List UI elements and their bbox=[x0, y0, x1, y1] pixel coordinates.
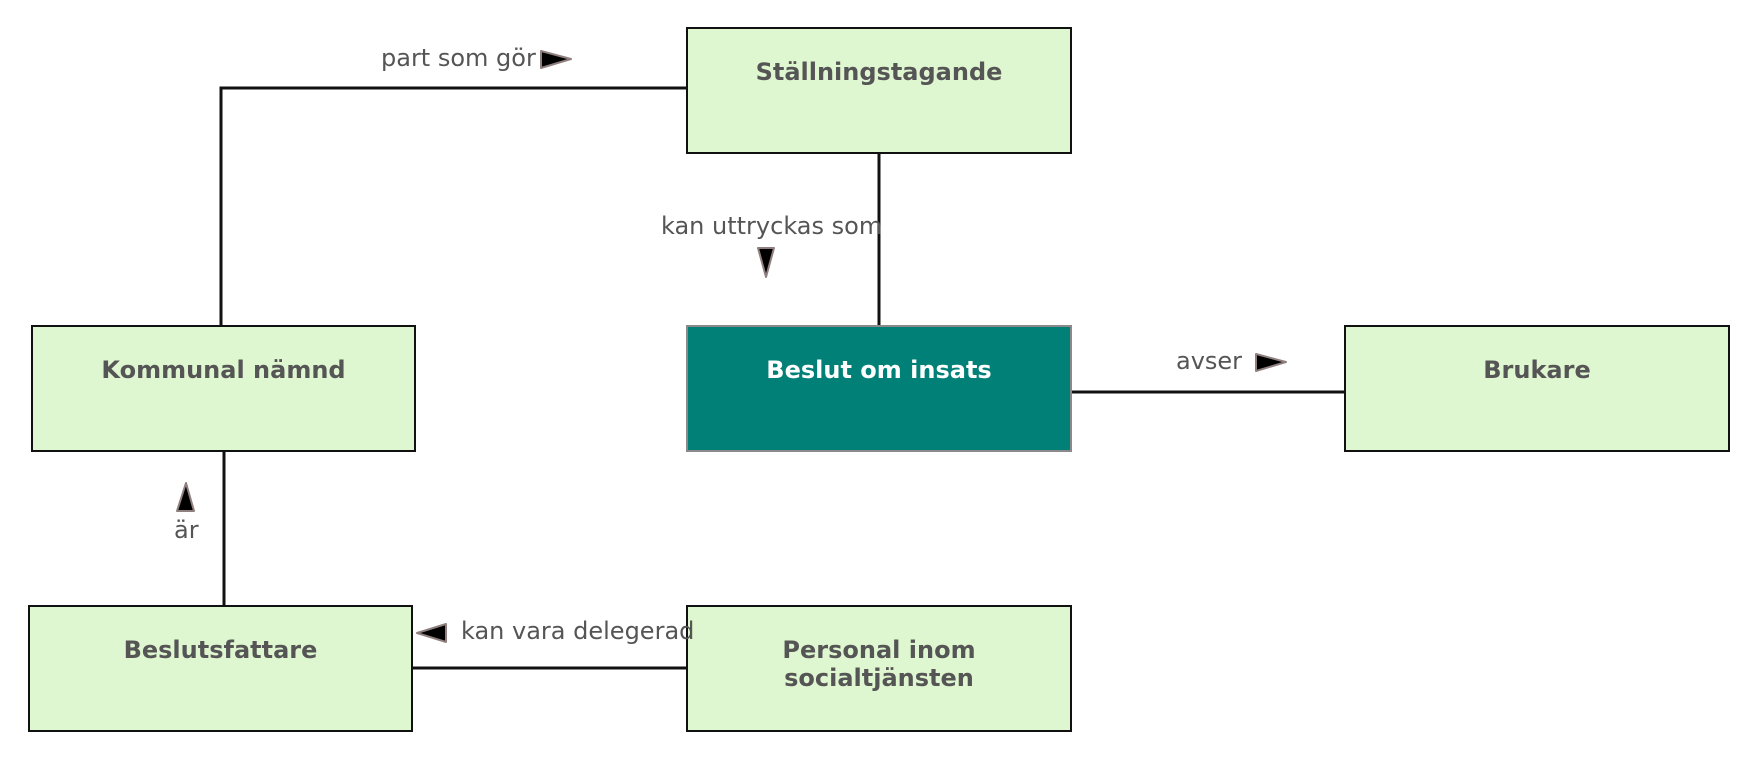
arrow-left-icon bbox=[416, 623, 447, 643]
connector-kommunal-stallningstagande bbox=[219, 86, 687, 326]
entity-kommunal-namnd: Kommunal nämnd bbox=[31, 325, 416, 452]
relation-label-avser: avser bbox=[1176, 347, 1243, 375]
entity-label: Personal inom socialtjänsten bbox=[782, 636, 976, 692]
entity-label: Brukare bbox=[1483, 356, 1591, 384]
entity-beslutsfattare: Beslutsfattare bbox=[28, 605, 413, 732]
entity-label: Beslutsfattare bbox=[123, 636, 318, 664]
entity-beslut-om-insats: Beslut om insats bbox=[686, 325, 1072, 452]
entity-personal-inom-socialtjansten: Personal inom socialtjänsten bbox=[686, 605, 1072, 732]
entity-label: Kommunal nämnd bbox=[101, 356, 346, 384]
entity-stallningstagande: Ställningstagande bbox=[686, 27, 1072, 154]
entity-label: Ställningstagande bbox=[755, 58, 1003, 86]
arrow-right-icon bbox=[540, 50, 572, 69]
entity-label: Beslut om insats bbox=[766, 356, 992, 384]
arrow-up-icon bbox=[176, 482, 195, 512]
relation-label-kan-uttryckas-som: kan uttryckas som bbox=[661, 212, 883, 240]
relation-label-part-som-gor: part som gör bbox=[381, 44, 536, 72]
arrow-right-icon bbox=[1255, 353, 1287, 372]
entity-brukare: Brukare bbox=[1344, 325, 1730, 452]
relation-label-kan-vara-delegerad: kan vara delegerad bbox=[461, 617, 695, 645]
relation-label-ar: är bbox=[174, 516, 199, 544]
arrow-down-icon bbox=[757, 247, 775, 278]
